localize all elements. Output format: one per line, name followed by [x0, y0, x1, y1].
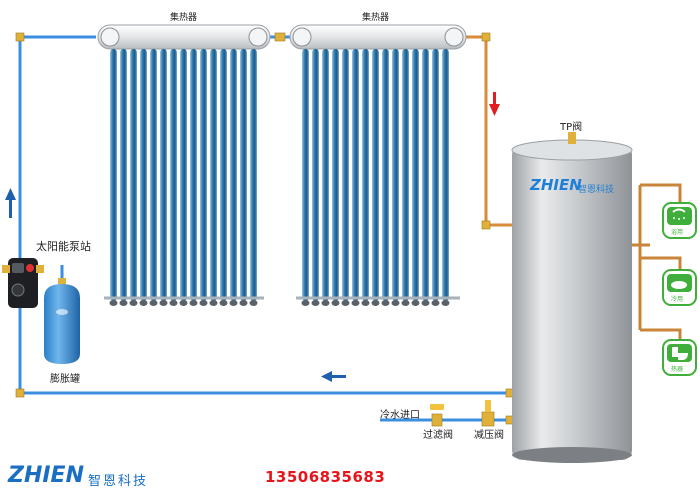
collector-left	[97, 24, 271, 306]
tp-valve-fitting	[568, 132, 576, 144]
pressure-reducing-valve-label: 减压阀	[474, 430, 504, 441]
contact-phone: 13506835683	[265, 468, 386, 486]
tank-brand-chinese: 智恩科技	[578, 185, 615, 195]
collector-left-label: 集热器	[170, 13, 198, 23]
pump-station-label: 太阳能泵站	[36, 240, 91, 253]
flow-arrows	[5, 92, 500, 382]
tank-brand-logo: ZHIEN	[530, 176, 582, 194]
collector-right-tubes	[302, 49, 449, 301]
pipe-top-left	[18, 35, 96, 260]
company-logo: ZHIEN	[8, 463, 84, 488]
fixture-sink	[662, 269, 697, 306]
collector-left-header	[97, 24, 271, 50]
company-name: 智恩科技	[88, 474, 149, 489]
fixture-toilet-label: 热器	[671, 366, 684, 373]
fixture-toilet	[662, 339, 697, 376]
collector-left-tubes	[110, 49, 257, 301]
collector-right-header	[289, 24, 467, 50]
tp-valve-label: TP阀	[560, 122, 583, 133]
pipe-fittings	[15, 32, 515, 425]
pipe-bottom-return	[18, 290, 512, 395]
fixture-sink-label: 冷用	[671, 296, 684, 303]
hot-flow-arrow	[489, 92, 500, 116]
hot-supply-pipe	[466, 35, 512, 227]
pump-station	[2, 258, 44, 308]
filter-valve-label: 过滤阀	[423, 430, 453, 441]
cold-water-inlet-label: 冷水进口	[380, 410, 420, 421]
collector-right	[289, 24, 467, 306]
collector-right-label: 集热器	[362, 13, 390, 23]
fixture-shower-label: 浴用	[671, 229, 684, 236]
fixture-shower	[662, 202, 697, 239]
storage-tank	[511, 132, 633, 463]
expansion-tank-label: 膨胀罐	[50, 374, 80, 385]
expansion-tank	[44, 278, 80, 364]
pressure-reducing-valve	[481, 400, 495, 427]
return-flow-arrow	[321, 371, 346, 382]
up-flow-arrow	[5, 188, 16, 218]
hot-outlet-pipes	[632, 183, 682, 342]
filter-valve	[430, 404, 444, 427]
